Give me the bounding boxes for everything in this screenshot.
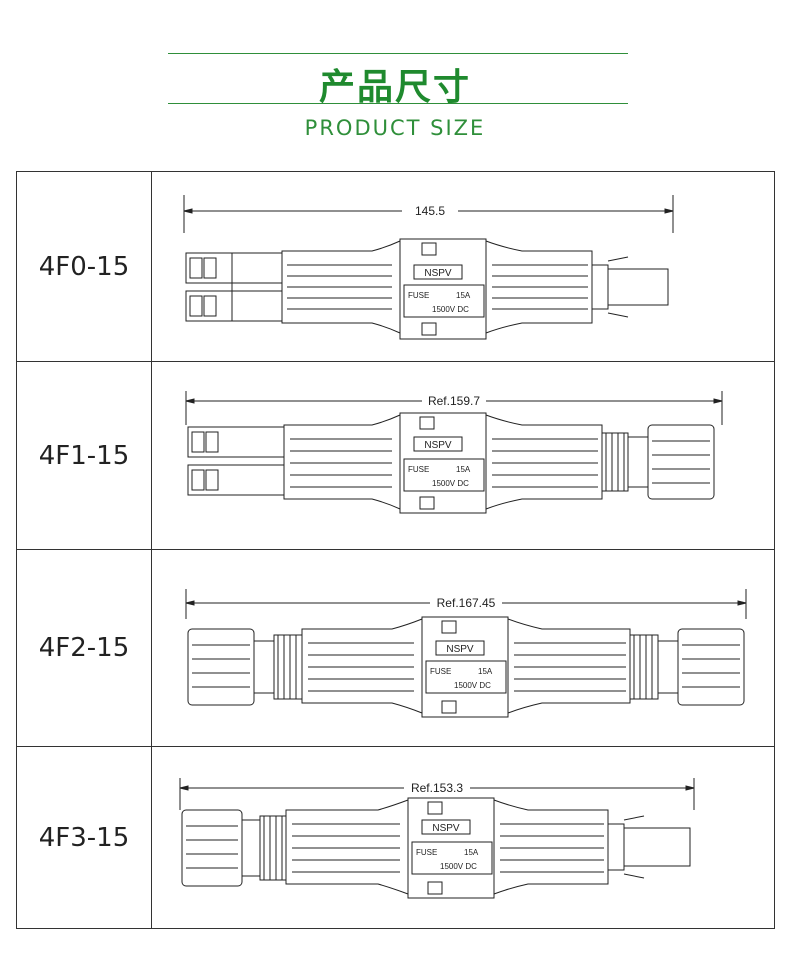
product-size-table: 4F0-15 [16, 171, 775, 929]
connector-drawing-4f0: 145.5 NSPV FUSE 15A 1500V DC [183, 194, 674, 339]
connector-drawing-4f3: Ref.153.3 NSPV FUSE 15A 1500V DC [179, 777, 695, 898]
table-row: 4F0-15 [16, 171, 775, 362]
connector-drawing-4f1: Ref.159.7 NSPV FUSE 15A 1500V DC [185, 390, 723, 513]
drawing-cell: Ref.159.7 NSPV FUSE 15A 1500V DC [151, 361, 775, 550]
drawing-cell: 145.5 NSPV FUSE 15A 1500V DC [151, 171, 775, 362]
model-cell: 4F2-15 [16, 549, 152, 747]
fuse-label: FUSE [408, 291, 429, 300]
dimension-label: Ref.167.45 [437, 596, 496, 610]
brand-label: NSPV [432, 823, 460, 834]
fuse-label: FUSE [408, 465, 429, 474]
drawing-cell: Ref.153.3 NSPV FUSE 15A 1500V DC [151, 746, 775, 929]
header-rule-bottom [168, 103, 628, 104]
fuse-voltage: 1500V DC [440, 862, 477, 871]
fuse-voltage: 1500V DC [454, 681, 491, 690]
fuse-voltage: 1500V DC [432, 305, 469, 314]
dimension-label: Ref.153.3 [411, 781, 463, 795]
model-cell: 4F1-15 [16, 361, 152, 550]
fuse-label: FUSE [430, 667, 451, 676]
brand-label: NSPV [424, 440, 452, 451]
page-title: 产品尺寸 [318, 67, 471, 108]
fuse-current: 15A [456, 291, 471, 300]
page-subtitle: PRODUCT SIZE [304, 116, 486, 140]
connector-drawing-4f2: Ref.167.45 NSPV FUSE 15A 1500V DC [185, 588, 747, 717]
fuse-current: 15A [478, 667, 493, 676]
model-cell: 4F3-15 [16, 746, 152, 929]
fuse-voltage: 1500V DC [432, 479, 469, 488]
fuse-current: 15A [464, 848, 479, 857]
page-header: 产品尺寸 PRODUCT SIZE [0, 0, 790, 160]
dimension-label: 145.5 [415, 204, 445, 218]
fuse-current: 15A [456, 465, 471, 474]
brand-label: NSPV [446, 644, 474, 655]
header-rule-top [168, 53, 628, 54]
brand-label: NSPV [424, 268, 452, 279]
table-row: 4F3-15 [16, 746, 775, 929]
fuse-label: FUSE [416, 848, 437, 857]
table-row: 4F1-15 [16, 361, 775, 550]
table-row: 4F2-15 [16, 549, 775, 747]
dimension-label: Ref.159.7 [428, 394, 480, 408]
drawing-cell: Ref.167.45 NSPV FUSE 15A 1500V DC [151, 549, 775, 747]
model-cell: 4F0-15 [16, 171, 152, 362]
